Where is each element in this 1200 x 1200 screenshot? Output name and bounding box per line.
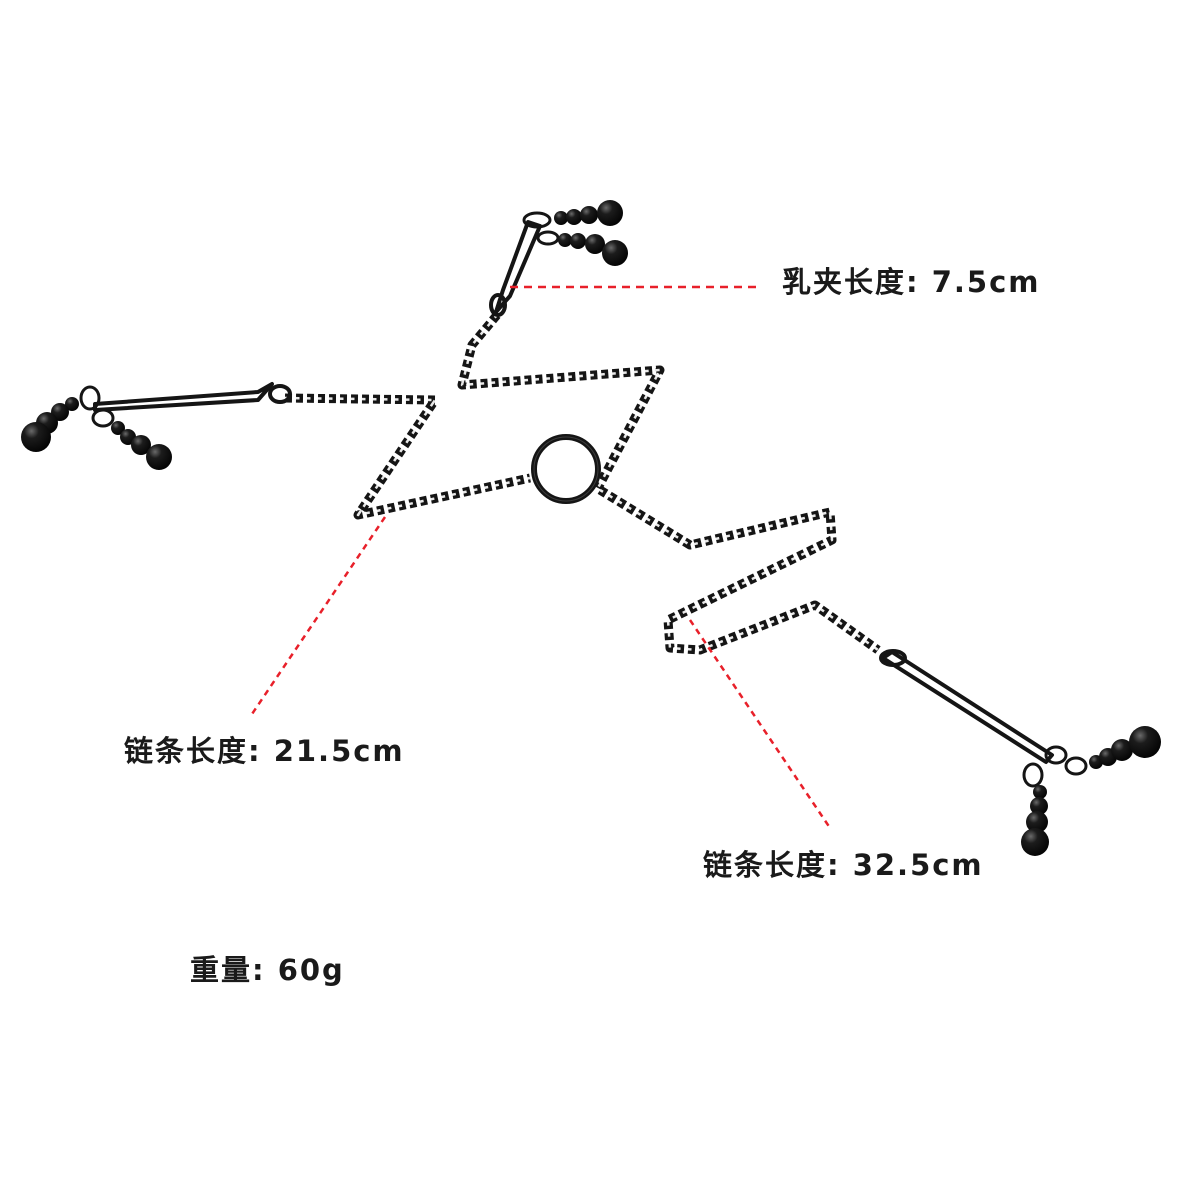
chain-segment-left — [284, 393, 531, 520]
bead-cluster-left-1 — [21, 397, 79, 452]
chain-length-long-label: 链条长度: 32.5cm — [703, 848, 984, 882]
clamp-bottom-right — [879, 649, 1088, 788]
bead-cluster-top-1 — [554, 200, 623, 226]
clamp-length-label: 乳夹长度: 7.5cm — [782, 265, 1041, 299]
bead-cluster-bottom-right-1 — [1089, 726, 1161, 769]
clamp-left — [79, 382, 292, 428]
bead-cluster-left-2 — [111, 421, 172, 470]
callout-line-chain-long — [688, 619, 832, 829]
weight-label: 重量: 60g — [190, 953, 345, 987]
bead-cluster-bottom-right-2 — [1021, 785, 1049, 856]
callout-line-chain-short — [248, 516, 387, 718]
chain-segment-top — [457, 312, 665, 491]
o-ring — [531, 434, 601, 504]
bead-cluster-top-2 — [558, 233, 628, 266]
clamp-top — [489, 211, 560, 317]
chain-segment-bottom — [597, 486, 881, 655]
chain-length-short-label: 链条长度: 21.5cm — [124, 734, 405, 768]
